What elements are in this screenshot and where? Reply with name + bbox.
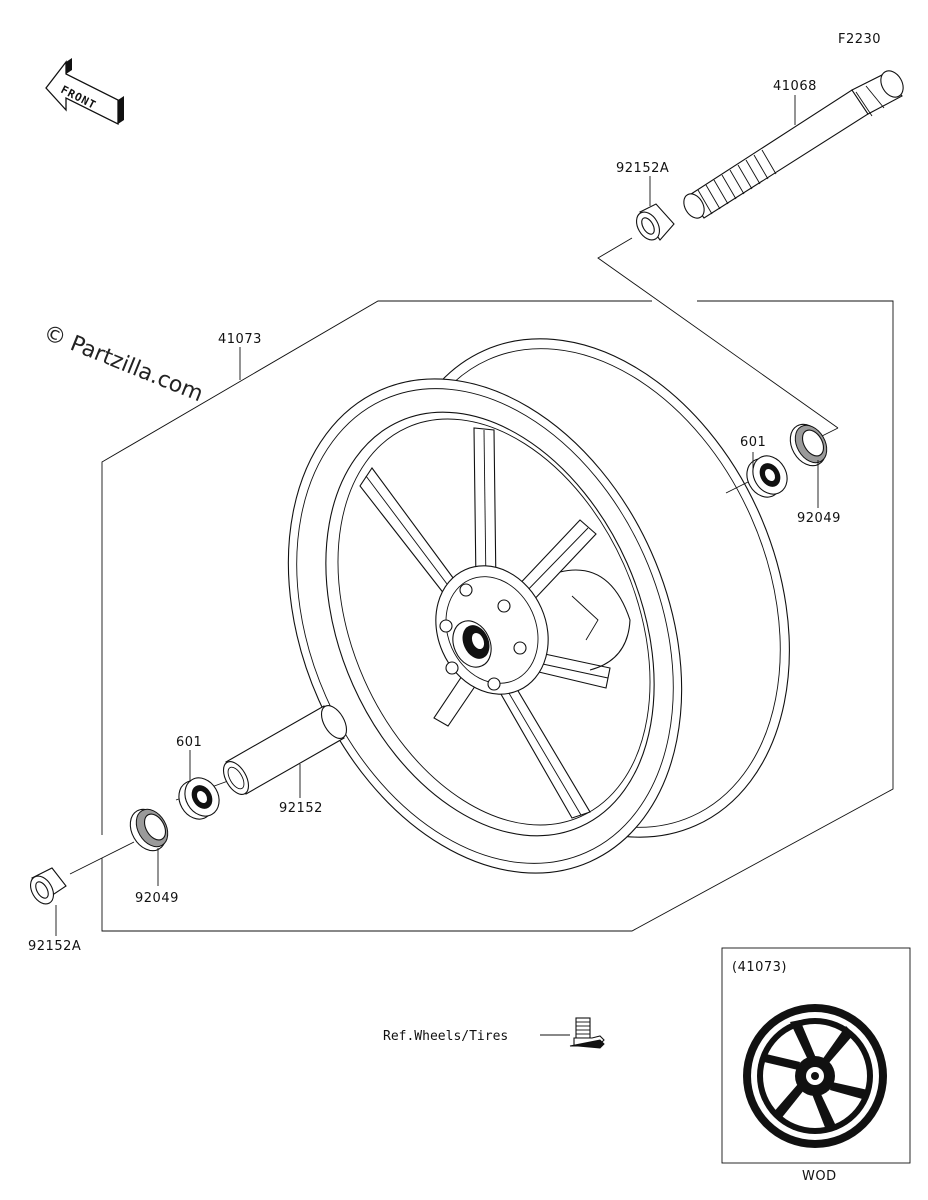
label-92152a-bottom: 92152A: [28, 939, 81, 954]
figure-code: F2230: [838, 32, 881, 47]
watermark: © Partzilla.com: [40, 320, 207, 407]
collar-92152a-top: [635, 203, 675, 241]
label-ref-wheels-tires: Ref.Wheels/Tires: [383, 1029, 508, 1044]
valve-stem-icon: [569, 1017, 605, 1049]
bearing-601-left: [178, 777, 220, 820]
bearing-601-right: [746, 455, 788, 498]
front-arrow-icon: FRONT: [45, 58, 124, 126]
collar-92152a-bottom: [29, 867, 67, 905]
seal-92049-right: [789, 423, 828, 467]
label-92049-right: 92049: [797, 511, 841, 526]
label-601-right: 601: [740, 435, 766, 450]
label-92152a-top: 92152A: [616, 161, 669, 176]
label-41073: 41073: [218, 332, 262, 347]
leader-lines: [55, 95, 819, 1036]
assembly-outline: [101, 300, 894, 932]
label-601-left: 601: [176, 735, 202, 750]
inset-title: (41073): [732, 960, 787, 975]
wheel-41073: [287, 338, 790, 874]
inset-box: (41073) WOD: [721, 947, 911, 1184]
seal-92049-left: [129, 808, 169, 852]
spacer-92152: [222, 705, 348, 795]
axle-41068: [683, 70, 904, 219]
label-41068: 41068: [773, 79, 817, 94]
label-92152: 92152: [279, 801, 323, 816]
label-92049-left: 92049: [135, 891, 179, 906]
inset-caption: WOD: [802, 1169, 837, 1184]
